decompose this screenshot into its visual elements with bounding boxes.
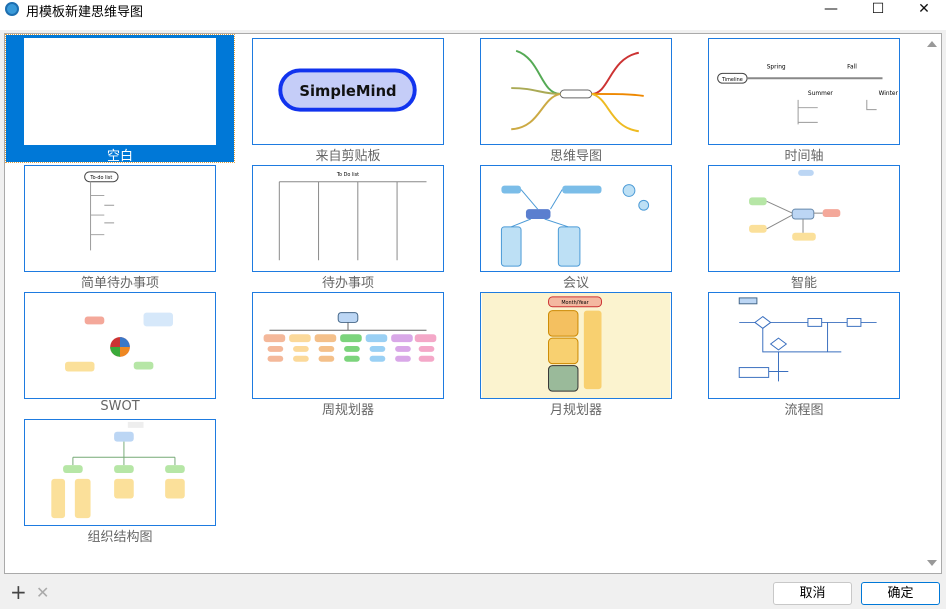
template-label: 周规划器 — [321, 403, 374, 418]
template-label: 来自剪贴板 — [315, 149, 381, 164]
template-preview — [252, 292, 444, 399]
template-simple-todo[interactable]: To-do list 简单待办事项 — [6, 162, 234, 291]
template-label: 简单待办事项 — [80, 276, 159, 291]
template-preview — [24, 38, 216, 145]
svg-text:Fall: Fall — [847, 64, 857, 70]
svg-text:To-do list: To-do list — [89, 175, 112, 181]
svg-text:Summer: Summer — [808, 91, 834, 97]
plus-icon: + — [10, 580, 27, 604]
minimize-button[interactable]: — — [824, 1, 838, 17]
ok-button[interactable]: 确定 — [861, 582, 940, 605]
template-label: SWOT — [100, 399, 140, 414]
template-preview — [708, 292, 900, 399]
remove-template-button[interactable]: ✕ — [36, 583, 49, 602]
svg-text:Month/Year: Month/Year — [561, 300, 589, 306]
window-title: 用模板新建思维导图 — [26, 5, 144, 20]
template-flowchart[interactable]: 流程图 — [690, 289, 918, 418]
template-preview: To-do list — [24, 165, 216, 272]
template-label: 组织结构图 — [87, 530, 153, 545]
template-preview: To Do list — [252, 165, 444, 272]
template-preview — [480, 38, 672, 145]
scroll-up-icon[interactable] — [927, 41, 937, 47]
template-preview — [708, 165, 900, 272]
template-label: 月规划器 — [549, 403, 602, 418]
template-clipboard[interactable]: SimpleMind 来自剪贴板 — [234, 35, 462, 164]
template-smart[interactable]: 智能 — [690, 162, 918, 291]
template-mind-map[interactable]: 思维导图 — [462, 35, 690, 164]
svg-text:To Do list: To Do list — [336, 172, 359, 178]
svg-text:SimpleMind: SimpleMind — [299, 83, 396, 100]
template-preview — [24, 292, 216, 399]
template-preview — [24, 419, 216, 526]
template-todo[interactable]: To Do list 待办事项 — [234, 162, 462, 291]
scroll-down-icon[interactable] — [927, 560, 937, 566]
template-label: 待办事项 — [321, 276, 374, 291]
close-button[interactable]: ✕ — [918, 1, 930, 17]
template-label: 空白 — [106, 149, 133, 164]
template-meeting[interactable]: 会议 — [462, 162, 690, 291]
svg-text:Spring: Spring — [767, 64, 786, 70]
template-label: 会议 — [562, 276, 589, 291]
cancel-button[interactable]: 取消 — [773, 582, 852, 605]
template-preview: SimpleMind — [252, 38, 444, 145]
template-monthly-planner[interactable]: Month/Year 月规划器 — [462, 289, 690, 418]
app-icon — [5, 2, 19, 16]
template-preview — [480, 165, 672, 272]
add-template-button[interactable]: + — [10, 580, 27, 604]
title-bar: 用模板新建思维导图 — ☐ ✕ — [0, 0, 946, 30]
template-swot[interactable]: SWOT — [6, 289, 234, 416]
template-label: 流程图 — [784, 403, 824, 418]
template-label: 时间轴 — [784, 149, 824, 164]
template-label: 思维导图 — [549, 149, 602, 164]
scrollbar[interactable] — [924, 35, 940, 572]
template-preview: Month/Year — [480, 292, 672, 399]
svg-text:Timeline: Timeline — [721, 77, 743, 83]
template-org-chart[interactable]: 组织结构图 — [6, 416, 234, 545]
template-blank[interactable]: 空白 — [5, 34, 235, 164]
maximize-button[interactable]: ☐ — [871, 1, 885, 17]
svg-text:Winter: Winter — [879, 91, 899, 97]
close-icon: ✕ — [36, 583, 50, 602]
template-label: 智能 — [790, 276, 817, 291]
template-weekly-planner[interactable]: 周规划器 — [234, 289, 462, 418]
